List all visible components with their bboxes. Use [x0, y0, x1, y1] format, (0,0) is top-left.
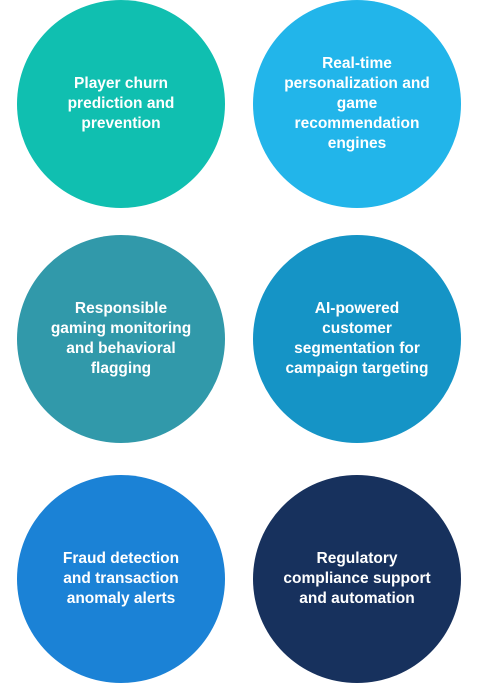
- regulatory-compliance-label: Regulatory compliance support and automa…: [283, 550, 431, 607]
- segmentation-label: AI-powered customer segmentation for cam…: [285, 300, 429, 377]
- responsible-gaming-label: Responsible gaming monitoring and behavi…: [50, 300, 192, 377]
- responsible-gaming-circle: Responsible gaming monitoring and behavi…: [17, 235, 225, 443]
- segmentation-circle: AI-powered customer segmentation for cam…: [253, 235, 461, 443]
- churn-prediction-label: Player churn prediction and prevention: [67, 75, 175, 132]
- personalization-circle: Real-time personalization and game recom…: [253, 0, 461, 208]
- personalization-label: Real-time personalization and game recom…: [284, 55, 430, 152]
- fraud-detection-label: Fraud detection and transaction anomaly …: [62, 550, 180, 607]
- fraud-detection-circle: Fraud detection and transaction anomaly …: [17, 475, 225, 683]
- churn-prediction-circle: Player churn prediction and prevention: [17, 0, 225, 208]
- regulatory-compliance-circle: Regulatory compliance support and automa…: [253, 475, 461, 683]
